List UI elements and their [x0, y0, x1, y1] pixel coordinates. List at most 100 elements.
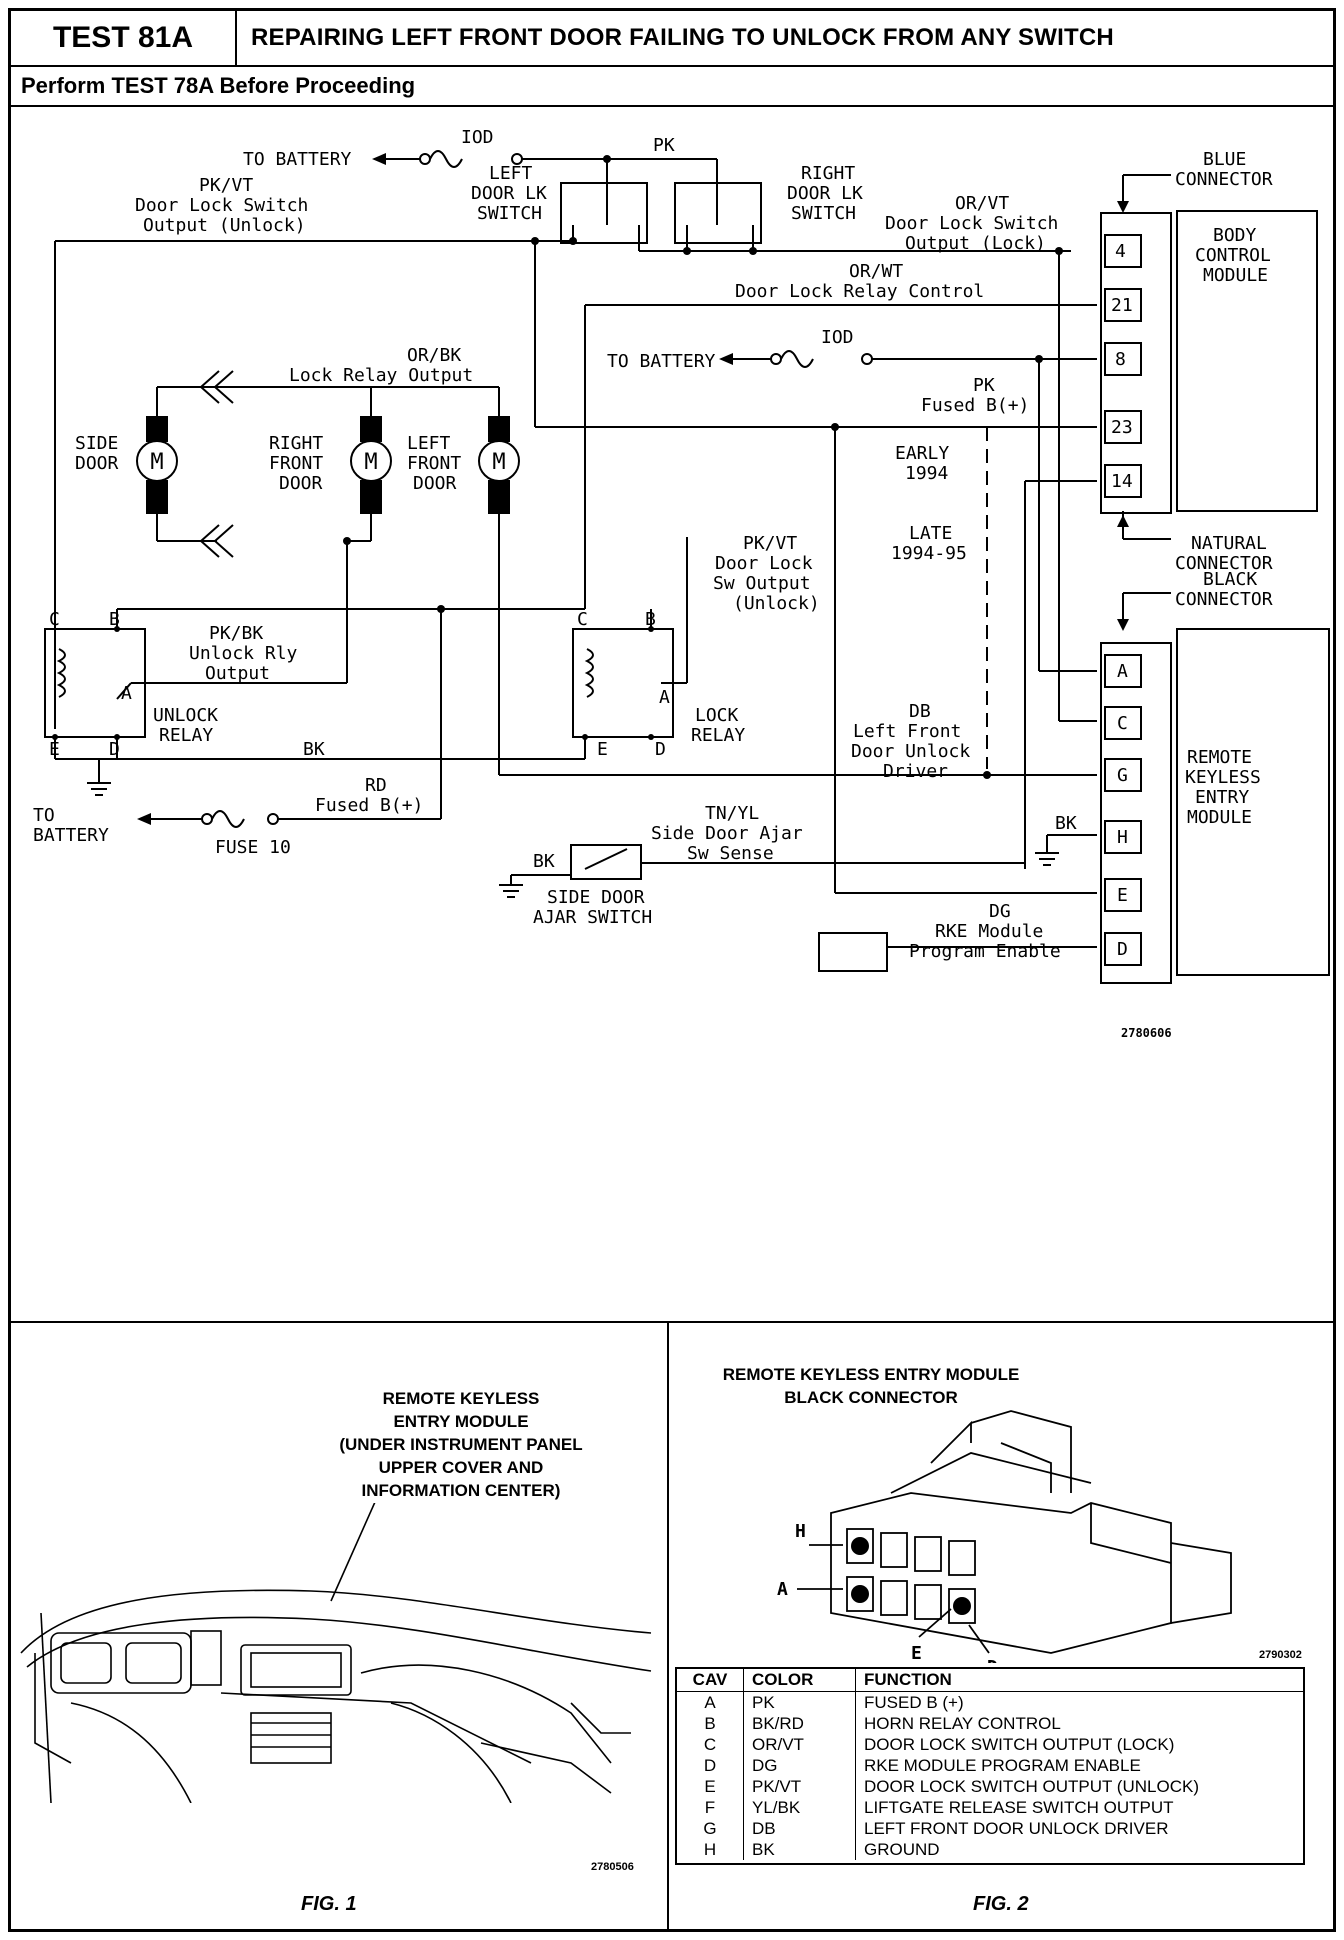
bk-switch-label: BK — [533, 851, 555, 872]
pinout-header-row: CAV COLOR FUNCTION — [677, 1669, 1303, 1692]
to-battery-3-line1: TO — [33, 805, 55, 826]
bcm-line2: CONTROL — [1195, 245, 1271, 266]
fig1-label: FIG. 1 — [301, 1893, 357, 1915]
orwt-line2: Door Lock Relay Control — [735, 281, 984, 302]
connector-pin-e: E — [911, 1643, 922, 1663]
late-line1: LATE — [909, 523, 952, 544]
figures-section: REMOTE KEYLESS ENTRY MODULE (UNDER INSTR… — [11, 1323, 1333, 1929]
rke-line4: MODULE — [1187, 807, 1252, 828]
instrument-panel-illustration — [20, 1503, 652, 1803]
lock-relay-term-b: B — [645, 609, 656, 630]
bcm-pin-14: 14 — [1111, 471, 1133, 492]
early-line1: EARLY — [895, 443, 949, 464]
right-switch-line1: RIGHT — [801, 163, 855, 184]
blue-connector-line2: CONNECTOR — [1175, 169, 1273, 190]
fig1-part-number: 2780506 — [591, 1861, 634, 1873]
bcm-pin-21: 21 — [1111, 295, 1133, 316]
black-connector-illustration: H A E D — [777, 1410, 1232, 1663]
header: TEST 81A REPAIRING LEFT FRONT DOOR FAILI… — [11, 11, 1333, 67]
tnyl-line2: Side Door Ajar — [651, 823, 803, 844]
col-cav: CAV — [677, 1669, 744, 1692]
bcm-line1: BODY — [1213, 225, 1257, 246]
right-front-door-line1: RIGHT — [269, 433, 323, 454]
connector-pin-h: H — [795, 1521, 806, 1542]
unlock-relay-term-c: C — [49, 609, 60, 630]
db-line2: Left Front — [853, 721, 961, 742]
dg-line2: RKE Module — [935, 921, 1043, 942]
dg-line1: DG — [989, 901, 1011, 922]
pkbk-line3: Output — [205, 663, 270, 684]
lock-relay-line1: LOCK — [695, 705, 739, 726]
db-line4: Driver — [883, 761, 948, 782]
pkbk-line2: Unlock Rly — [189, 643, 298, 664]
connector-pin-a: A — [777, 1579, 788, 1600]
schematic-drawing: TO BATTERY IOD PK LEFT DOOR LK SWITCH RI… — [33, 127, 1330, 1040]
fig1-title: REMOTE KEYLESS ENTRY MODULE (UNDER INSTR… — [339, 1389, 583, 1500]
rke-pin-a: A — [1117, 661, 1128, 682]
early-line2: 1994 — [905, 463, 948, 484]
pkvt-mid-line2: Door Lock — [715, 553, 813, 574]
col-function: FUNCTION — [855, 1669, 1303, 1692]
rd-fused-line2: Fused B(+) — [315, 795, 423, 816]
fig2-title: REMOTE KEYLESS ENTRY MODULE BLACK CONNEC… — [722, 1365, 1020, 1407]
test-number: TEST 81A — [11, 11, 237, 65]
unlock-relay-line1: UNLOCK — [153, 705, 218, 726]
pkvt-mid-line3: Sw Output — [713, 573, 811, 594]
natural-connector-line1: NATURAL — [1191, 533, 1267, 554]
right-switch-line2: DOOR LK — [787, 183, 863, 204]
pkvt-mid-line4: (Unlock) — [733, 593, 820, 614]
bcm-pin-23: 23 — [1111, 417, 1133, 438]
bk-h-label: BK — [1055, 813, 1077, 834]
lock-relay-term-c: C — [577, 609, 588, 630]
rke-pin-c: C — [1117, 713, 1128, 734]
black-connector-line1: BLACK — [1203, 569, 1257, 590]
side-door-line1: SIDE — [75, 433, 118, 454]
to-battery-label: TO BATTERY — [243, 149, 352, 170]
side-door-line2: DOOR — [75, 453, 119, 474]
unlock-relay-term-d: D — [109, 739, 120, 760]
unlock-relay-term-b: B — [109, 609, 120, 630]
orvt-lock-line1: OR/VT — [955, 193, 1009, 214]
pk-fused-line2: Fused B(+) — [921, 395, 1029, 416]
side-ajar-line1: SIDE DOOR — [547, 887, 645, 908]
right-front-door-line3: DOOR — [279, 473, 323, 494]
right-switch-line3: SWITCH — [791, 203, 856, 224]
tnyl-line3: Sw Sense — [687, 843, 774, 864]
db-line3: Door Unlock — [851, 741, 970, 762]
side-door-motor-symbol: M — [150, 450, 163, 475]
left-front-door-line3: DOOR — [413, 473, 457, 494]
lock-relay-term-e: E — [597, 739, 608, 760]
left-switch-line2: DOOR LK — [471, 183, 547, 204]
left-front-door-line2: FRONT — [407, 453, 461, 474]
pkbk-line1: PK/BK — [209, 623, 263, 644]
test-title: REPAIRING LEFT FRONT DOOR FAILING TO UNL… — [251, 24, 1114, 51]
left-switch-line1: LEFT — [489, 163, 533, 184]
right-front-door-line2: FRONT — [269, 453, 323, 474]
wire-bk-label: BK — [303, 739, 325, 760]
rke-line3: ENTRY — [1195, 787, 1249, 808]
bcm-pin-8: 8 — [1115, 349, 1126, 370]
rke-line2: KEYLESS — [1185, 767, 1261, 788]
left-front-door-line1: LEFT — [407, 433, 451, 454]
wire-pk-label: PK — [653, 135, 675, 156]
lock-relay-term-a: A — [659, 687, 670, 708]
pk-fused-line1: PK — [973, 375, 995, 396]
orwt-line1: OR/WT — [849, 261, 903, 282]
fig2-part-number: 2790302 — [1259, 1649, 1302, 1661]
db-line1: DB — [909, 701, 931, 722]
pkvt-top-line2: Door Lock Switch — [135, 195, 308, 216]
pkvt-mid-line1: PK/VT — [743, 533, 797, 554]
black-connector-line2: CONNECTOR — [1175, 589, 1273, 610]
rke-pin-e: E — [1117, 885, 1128, 906]
left-switch-line3: SWITCH — [477, 203, 542, 224]
natural-connector-line2: CONNECTOR — [1175, 553, 1273, 574]
pkvt-top-line1: PK/VT — [199, 175, 253, 196]
unlock-relay-term-e: E — [49, 739, 60, 760]
